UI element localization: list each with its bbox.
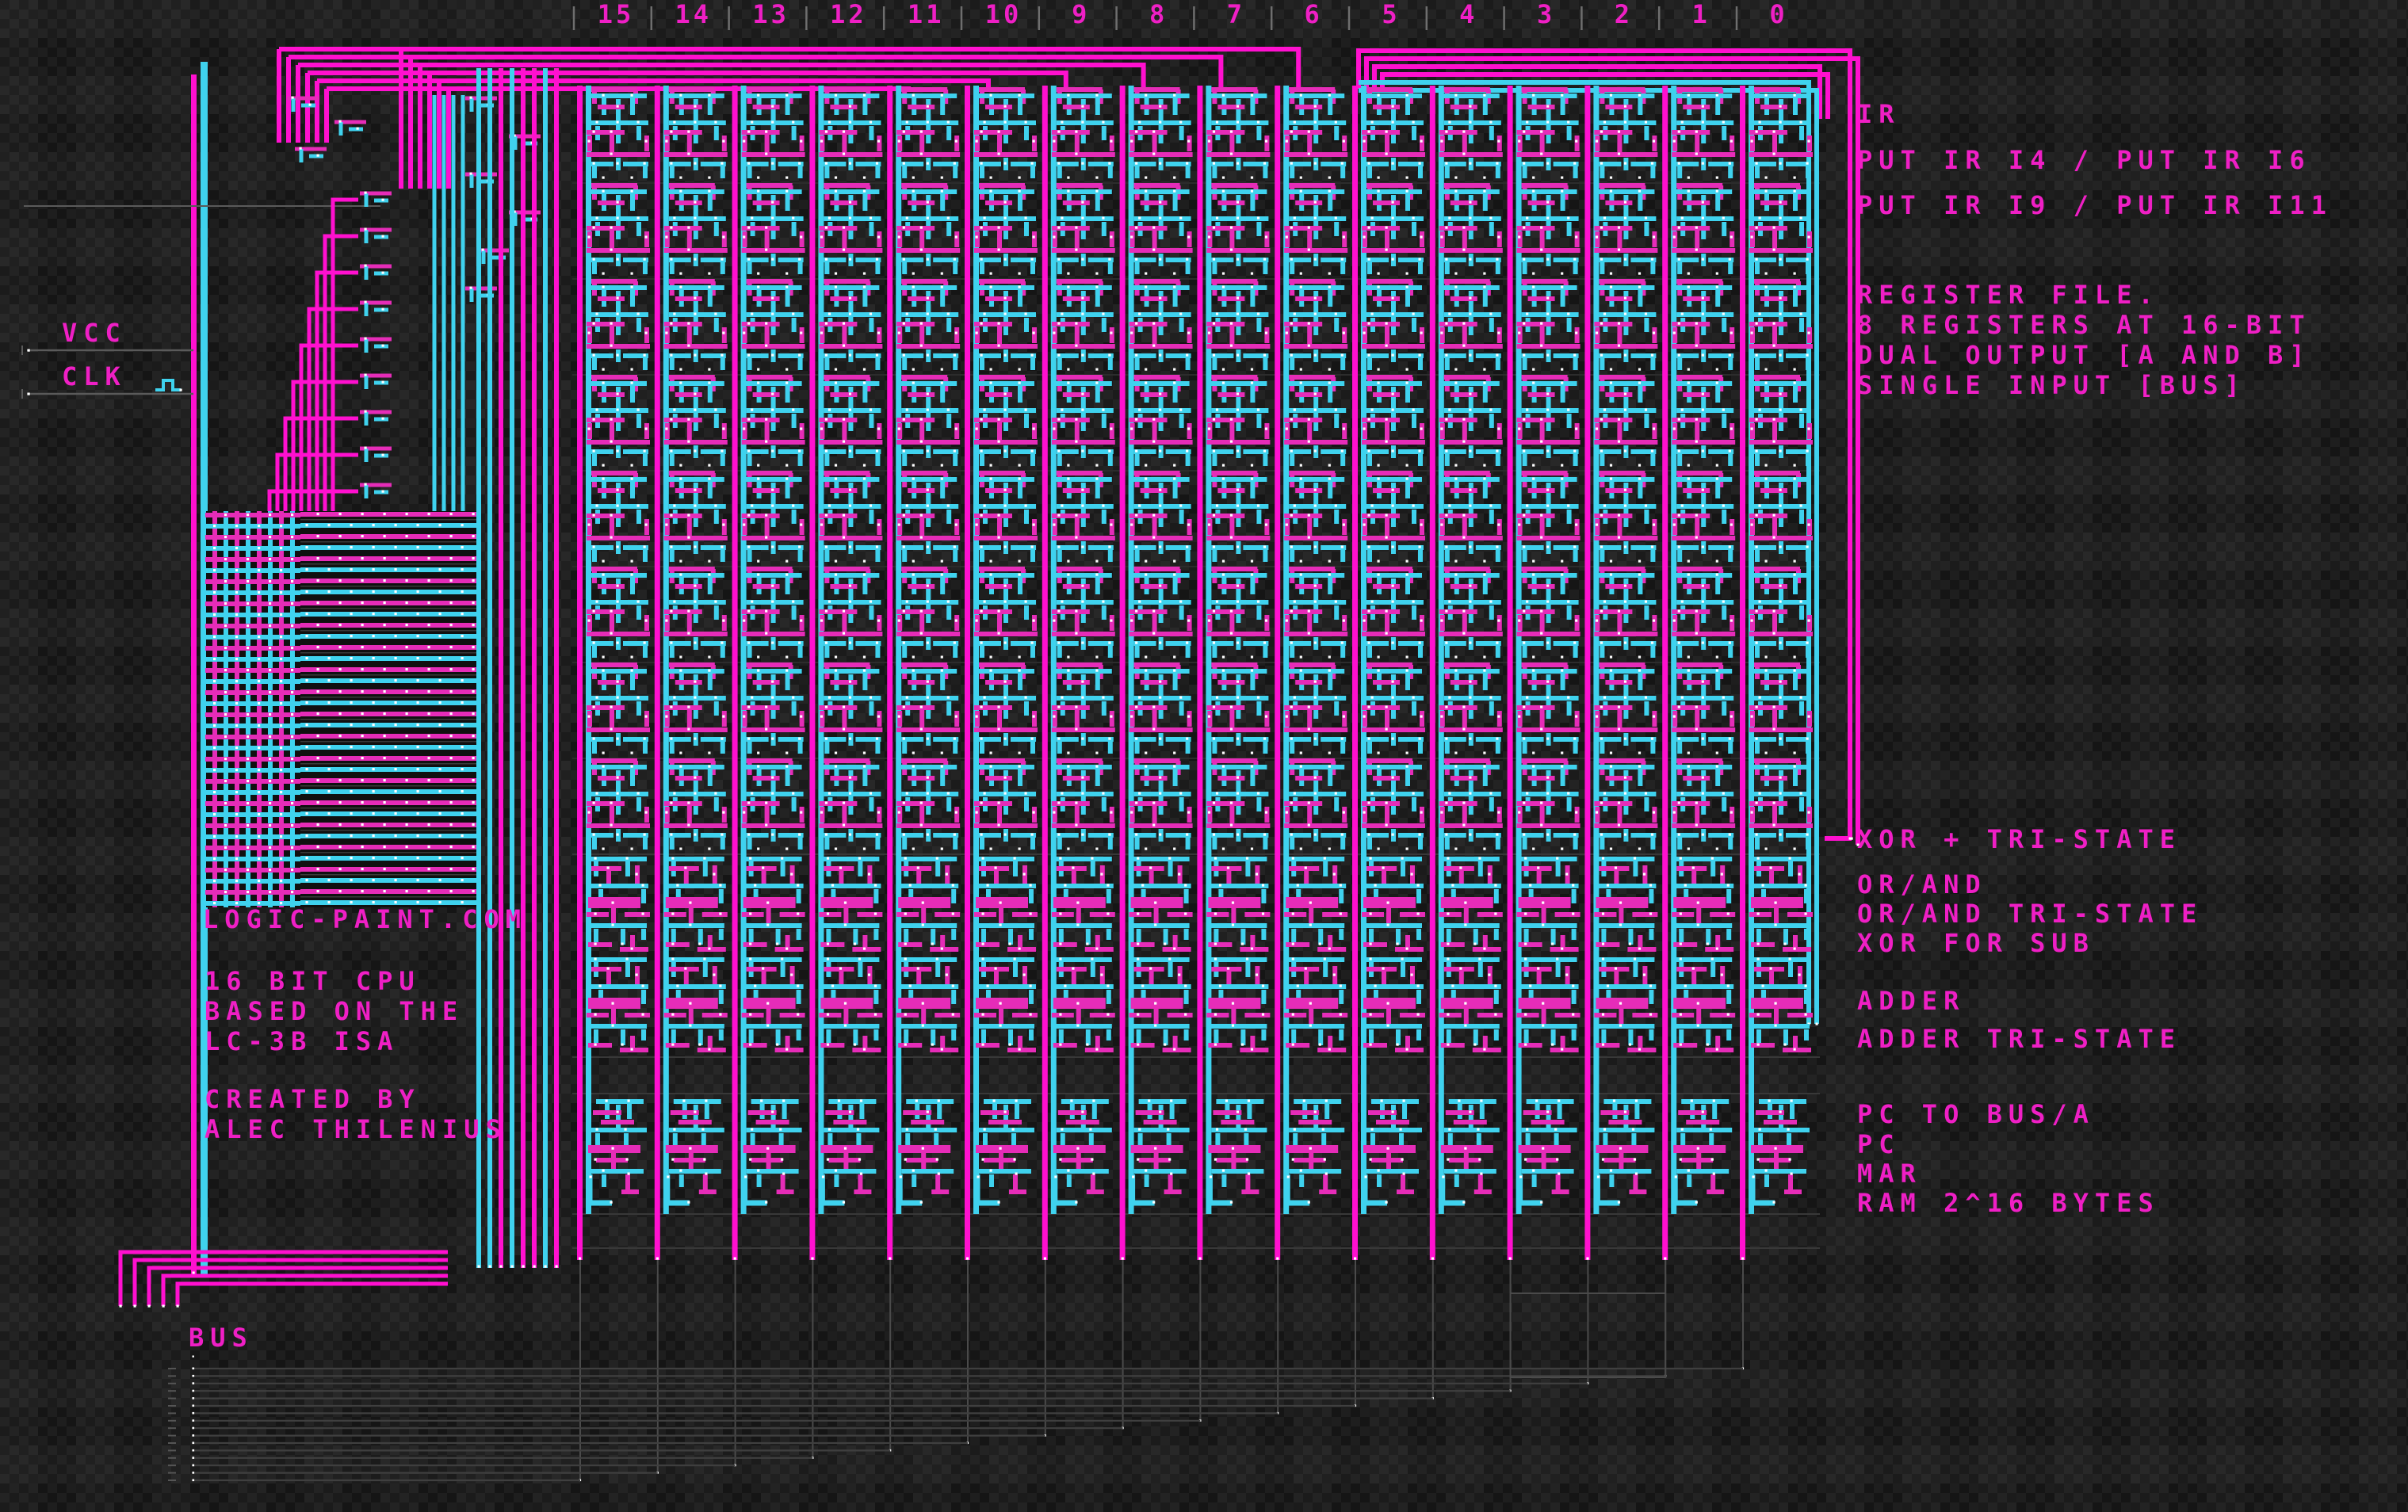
- bit-index-label: 3: [1536, 0, 1556, 29]
- bit-index-label: 13: [752, 0, 789, 29]
- site-title: LOGIC-PAINT.COM: [203, 904, 527, 934]
- bit-index-label: 10: [984, 0, 1022, 29]
- register-file-annotation-line: SINGLE INPUT [BUS]: [1857, 370, 2246, 400]
- ir-annotation-line: IR: [1857, 99, 1901, 129]
- ir-annotation-line: PUT IR I9 / PUT IR I11: [1857, 190, 2333, 220]
- cpu-description-line: 16 BIT CPU: [204, 966, 421, 996]
- bit-index-label: 9: [1072, 0, 1091, 29]
- register-file-annotation-line: REGISTER FILE.: [1857, 280, 2160, 310]
- bit-index-label: 0: [1769, 0, 1788, 29]
- alu-annotation-line: OR/AND TRI-STATE: [1857, 899, 2204, 929]
- bit-index-label: 4: [1459, 0, 1478, 29]
- cpu-description-line: BASED ON THE: [204, 996, 464, 1026]
- memory-annotation-line: PC: [1857, 1129, 1901, 1159]
- bit-index-label: 8: [1149, 0, 1168, 29]
- bit-index-label: 5: [1382, 0, 1401, 29]
- register-file-annotation-line: DUAL OUTPUT [A AND B]: [1857, 340, 2311, 370]
- credit-line: ALEC THILENIUS: [204, 1114, 507, 1144]
- register-file-annotation-line: 8 REGISTERS AT 16-BIT: [1857, 310, 2311, 340]
- cpu-description-line: LC-3B ISA: [204, 1026, 399, 1056]
- adder-annotation-line: ADDER TRI-STATE: [1857, 1024, 2181, 1054]
- bit-index-label: 7: [1226, 0, 1246, 29]
- bit-index-label: 12: [830, 0, 867, 29]
- vcc-label: VCC: [62, 318, 127, 348]
- bit-index-label: 1: [1691, 0, 1710, 29]
- alu-annotation-line: XOR + TRI-STATE: [1857, 824, 2181, 854]
- memory-annotation-line: RAM 2^16 BYTES: [1857, 1188, 2160, 1218]
- alu-annotation-line: OR/AND: [1857, 869, 1987, 899]
- bit-index-label: 11: [907, 0, 945, 29]
- bus-label: BUS: [189, 1323, 254, 1353]
- credit-line: CREATED BY: [204, 1084, 421, 1114]
- ir-annotation-line: PUT IR I4 / PUT IR I6: [1857, 145, 2311, 175]
- memory-annotation-line: MAR: [1857, 1159, 1922, 1189]
- memory-annotation-line: PC TO BUS/A: [1857, 1099, 2095, 1129]
- clk-label: CLK: [62, 361, 127, 391]
- bit-index-label: 6: [1304, 0, 1323, 29]
- bit-index-label: 15: [597, 0, 635, 29]
- bit-index-label: 14: [675, 0, 713, 29]
- alu-annotation-line: XOR FOR SUB: [1857, 928, 2095, 958]
- adder-annotation-line: ADDER: [1857, 986, 1966, 1016]
- bit-index-label: 2: [1614, 0, 1634, 29]
